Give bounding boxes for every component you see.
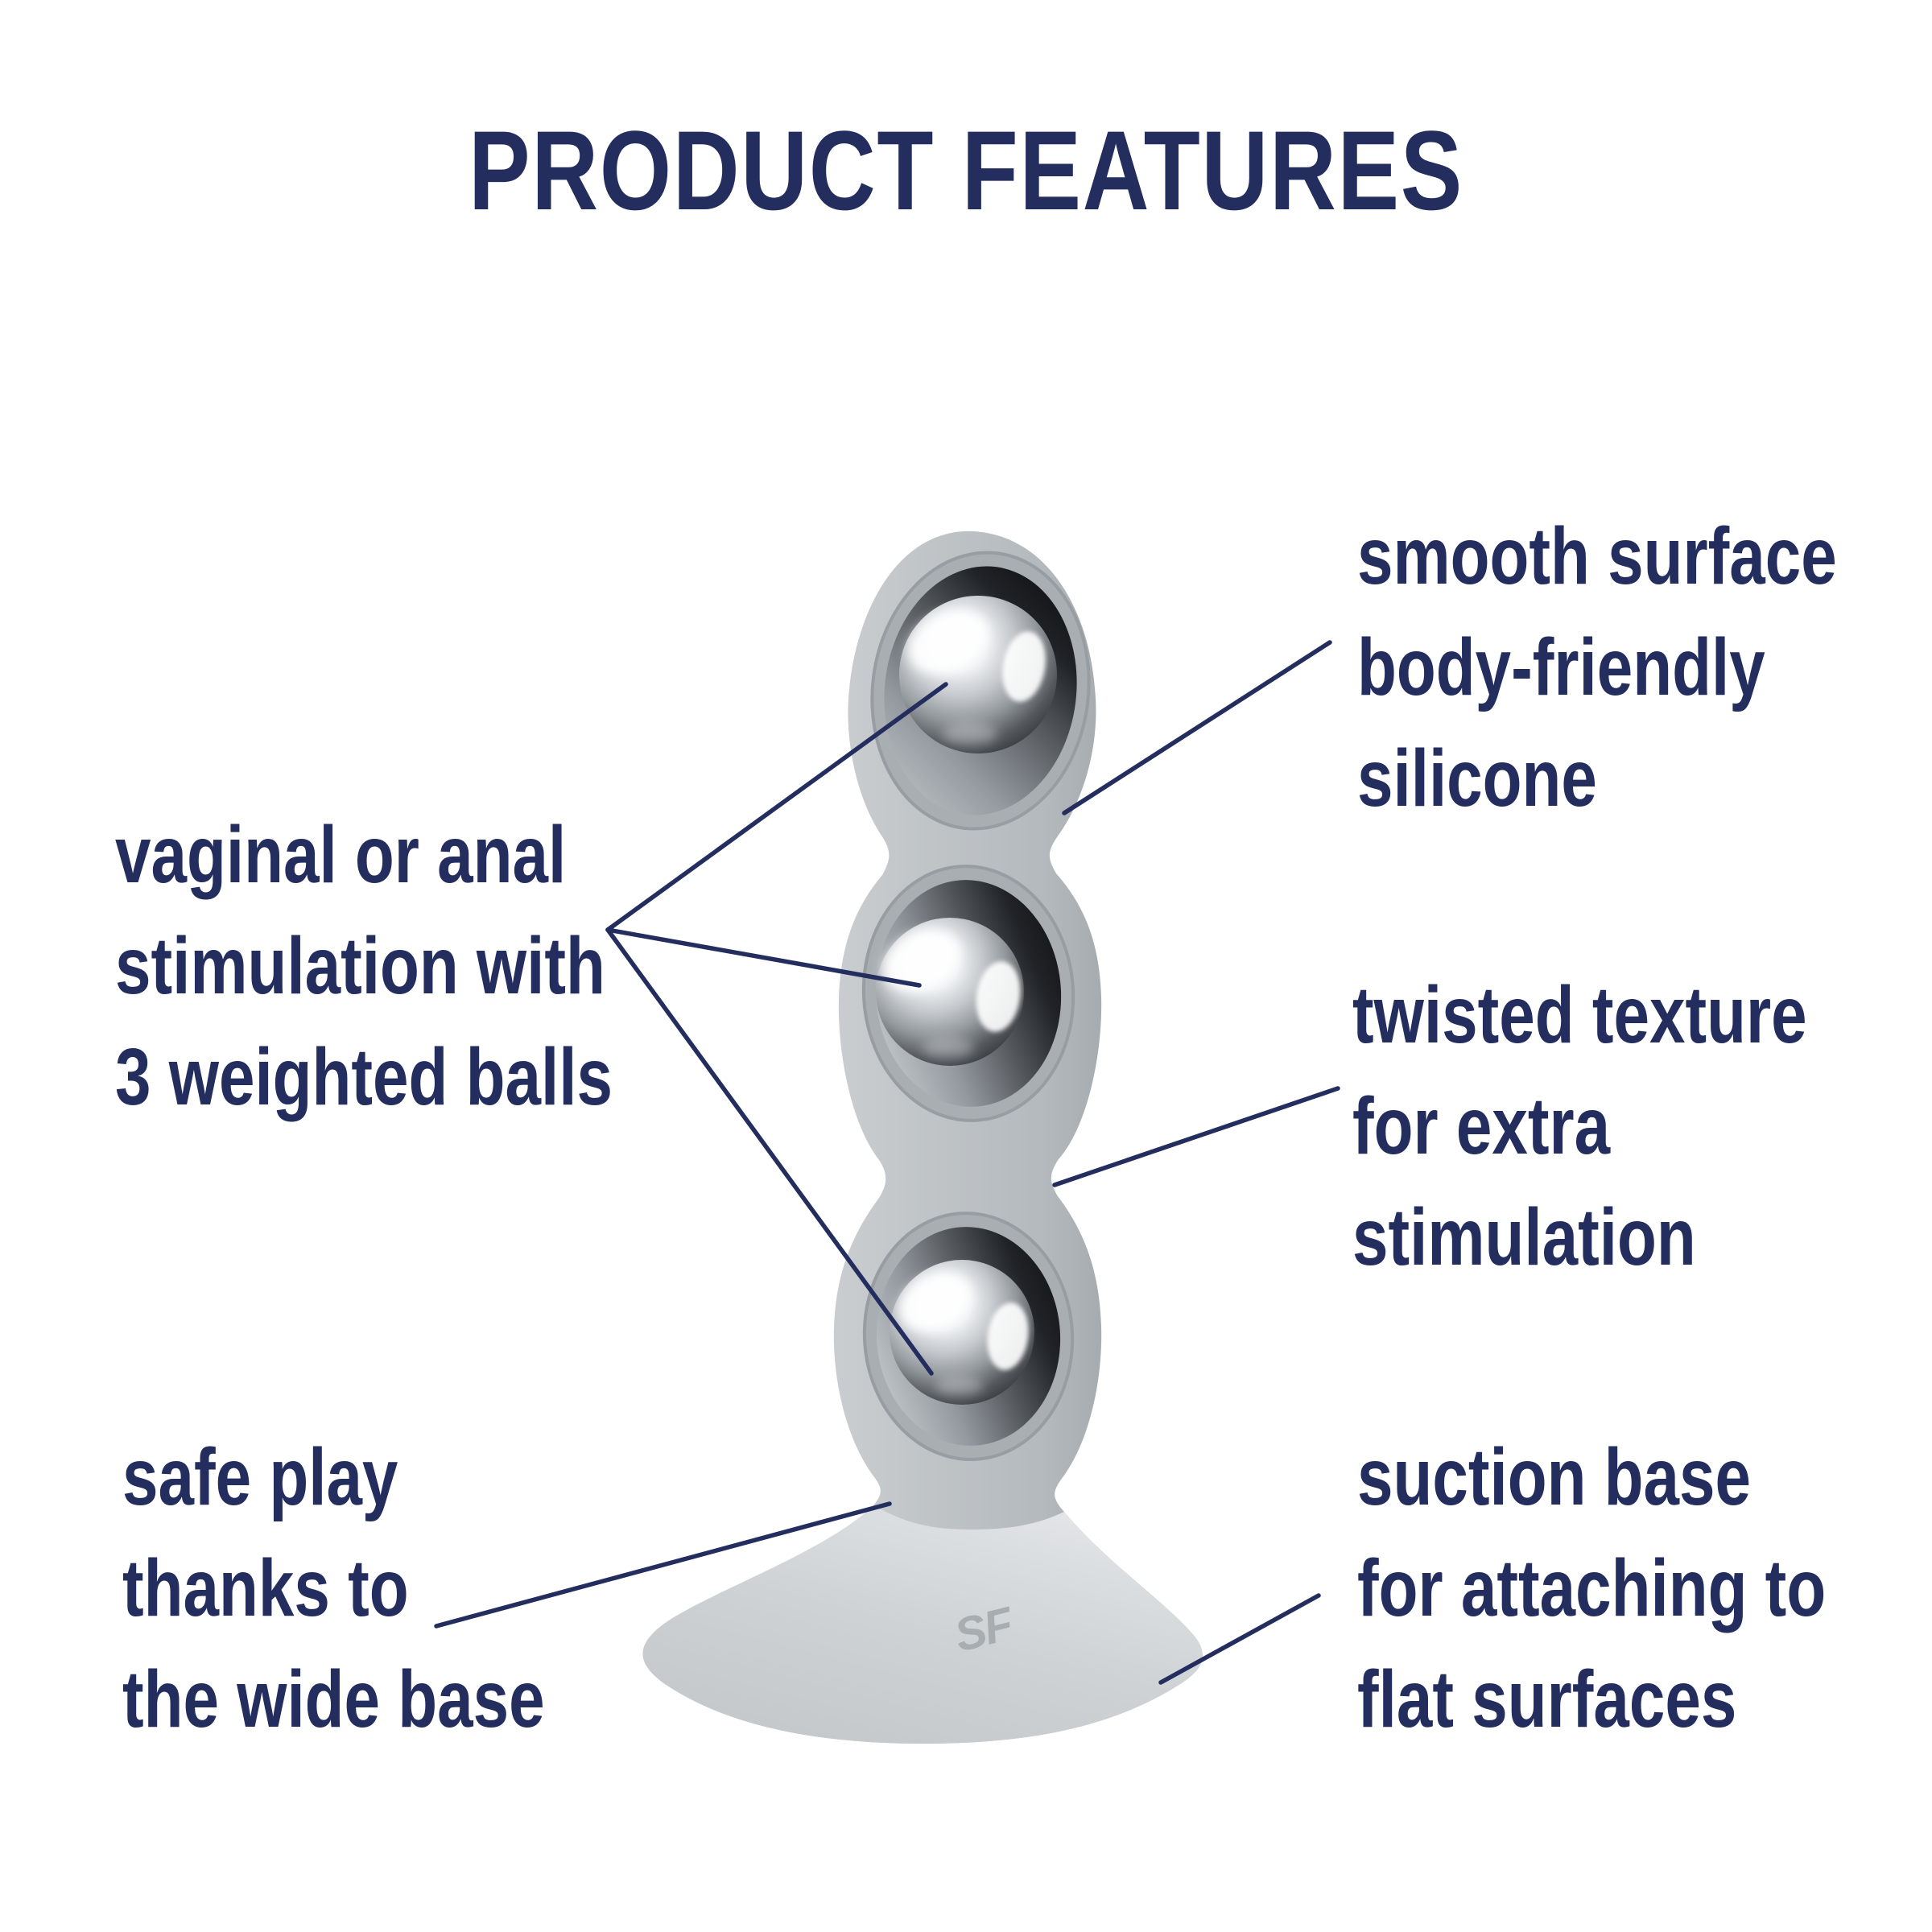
feature-label-line: stimulation (1352, 1192, 1696, 1282)
feature-label-line: for extra (1352, 1081, 1611, 1171)
feature-label-line: stimulation with (115, 921, 605, 1011)
feature-label-line: safe play (122, 1432, 398, 1522)
suction-base (642, 1505, 1203, 1744)
callout-line-twisted (1052, 1086, 1340, 1187)
feature-label-weighted-balls: vaginal or anal stimulation with 3 weigh… (115, 799, 613, 1133)
weighted-ball-bottom (890, 1260, 1034, 1405)
feature-label-line: smooth surface (1357, 511, 1837, 601)
callout-line-safe (434, 1501, 892, 1629)
callout-line-balls-middle (605, 927, 922, 988)
feature-label-line: 3 weighted balls (115, 1032, 613, 1122)
feature-label-line: thanks to (122, 1543, 409, 1633)
feature-label-suction-base: suction base for attaching to flat surfa… (1357, 1422, 1826, 1755)
callout-line-balls-top (605, 682, 948, 932)
page-title: PRODUCT FEATURES (469, 107, 1463, 233)
feature-label-line: silicone (1357, 733, 1597, 824)
feature-label-line: twisted texture (1352, 970, 1807, 1060)
weighted-ball-middle (876, 918, 1024, 1066)
weighted-ball-top (899, 596, 1057, 753)
feature-label-line: the wide base (122, 1654, 545, 1744)
feature-label-line: for attaching to (1357, 1543, 1827, 1633)
callout-line-balls-bottom (605, 927, 934, 1376)
feature-label-twisted-texture: twisted texture for extra stimulation (1352, 960, 1807, 1293)
feature-label-smooth-surface: smooth surface body-friendly silicone (1357, 501, 1837, 834)
feature-label-line: suction base (1357, 1432, 1752, 1522)
feature-label-line: flat surfaces (1357, 1654, 1737, 1744)
product-body (642, 530, 1203, 1744)
callout-lines (434, 640, 1340, 1685)
callout-line-suction (1158, 1593, 1321, 1685)
callout-line-smooth (1062, 640, 1332, 815)
feature-label-safe-play: safe play thanks to the wide base (122, 1422, 545, 1755)
feature-label-line: body-friendly (1357, 622, 1765, 712)
feature-label-line: vaginal or anal (115, 810, 567, 900)
